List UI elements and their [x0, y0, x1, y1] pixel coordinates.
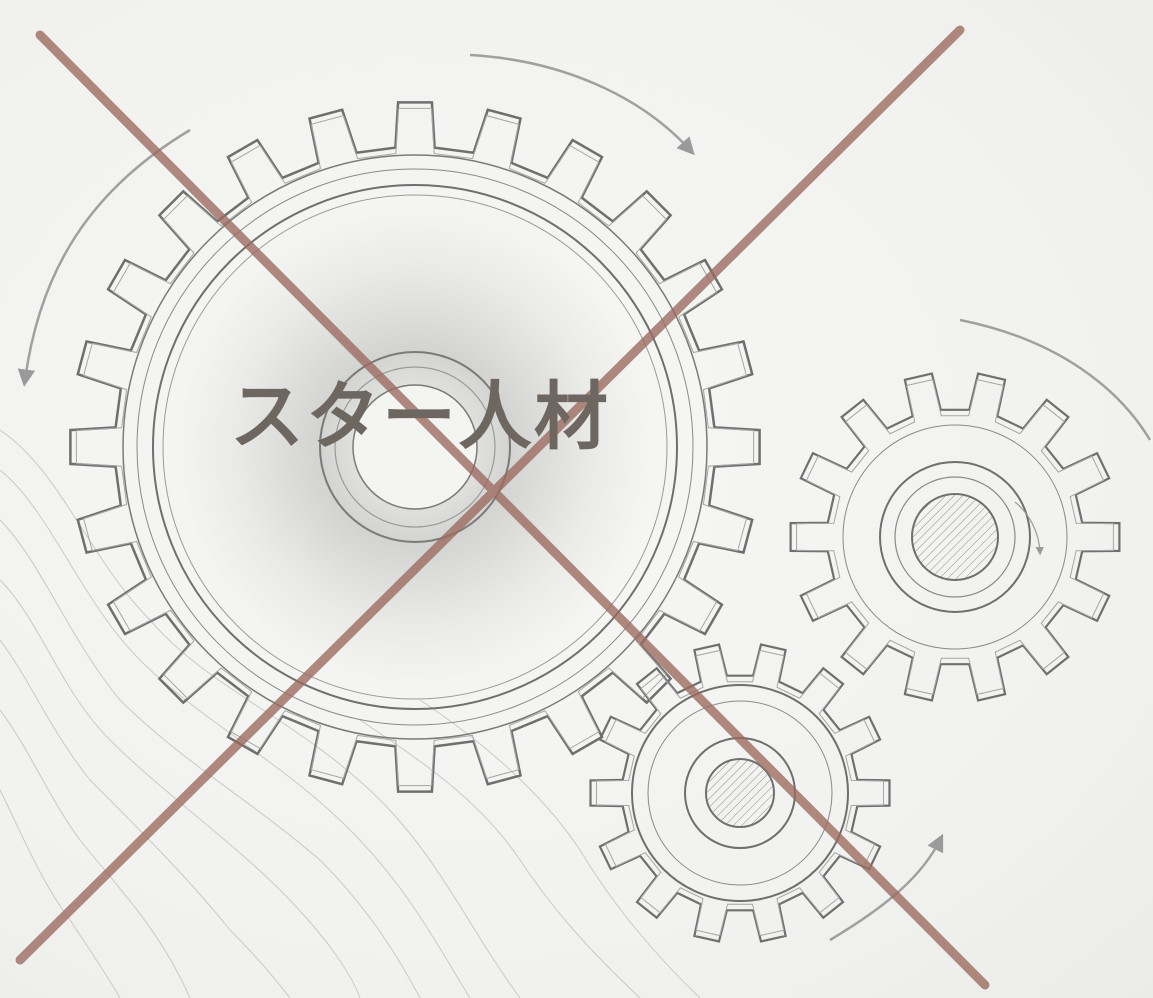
- gear-teeth-outline: [589, 643, 891, 943]
- gear-teeth-inner-outline: [796, 379, 1114, 695]
- small-gear-icon: [589, 643, 891, 943]
- gear-teeth-outline: [69, 101, 761, 793]
- gear-teeth-inner-outline: [75, 107, 755, 787]
- headline: スター人材: [230, 374, 610, 460]
- gear-teeth-outline: [789, 372, 1121, 702]
- large-gear-icon: [69, 101, 761, 793]
- cross-mark: [15, 25, 990, 990]
- gear-teeth-inner-outline: [596, 649, 884, 937]
- medium-gear-icon: [789, 372, 1121, 702]
